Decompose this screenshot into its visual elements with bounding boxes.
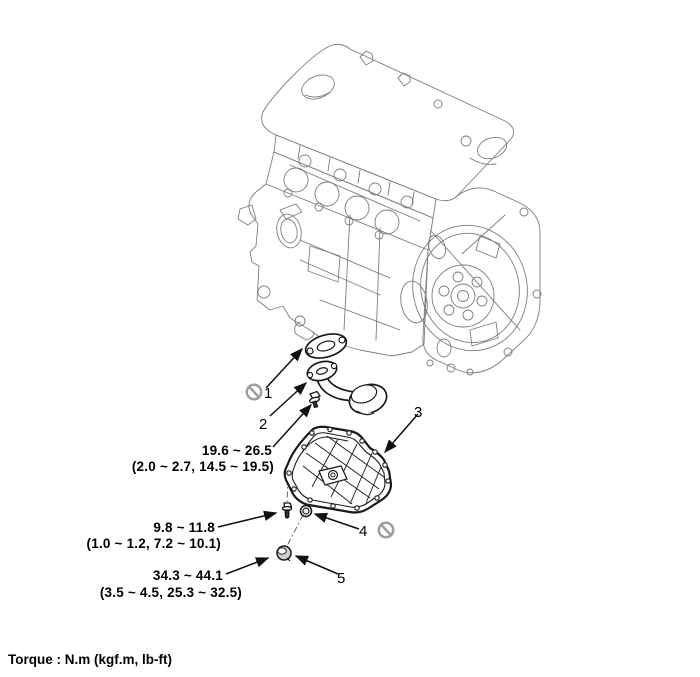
torque-spec-2-kgf-lbft: (1.0 ~ 1.2, 7.2 ~ 10.1): [86, 536, 221, 551]
oil-screen-bolt: [308, 390, 321, 409]
torque-spec-1-kgf-lbft: (2.0 ~ 2.7, 14.5 ~ 19.5): [131, 459, 274, 474]
oil-pan: [283, 425, 393, 514]
callout-5-label: 5: [337, 570, 345, 587]
torque-unit-note: Torque : N.m (kgf.m, lb-ft): [8, 652, 172, 667]
oil-drain-plug: [276, 545, 292, 562]
arrow-callout-5: [294, 555, 339, 575]
callout-2-label: 2: [259, 416, 267, 433]
engine-block: [237, 183, 429, 357]
engine-line-art: [237, 43, 542, 376]
callout-4-label: 4: [359, 523, 367, 540]
callout-3-label: 3: [414, 404, 422, 421]
flywheel-housing: [400, 187, 542, 376]
torque-spec-3-kgf-lbft: (3.5 ~ 4.5, 25.3 ~ 32.5): [99, 585, 242, 600]
arrow-callout-3: [384, 413, 419, 454]
drain-plug-washer: [299, 504, 313, 518]
oil-screen-assembly: [306, 360, 388, 416]
torque-spec-3-nm: 34.3 ~ 44.1: [152, 568, 223, 583]
cylinder-head: [265, 151, 434, 251]
arrow-torque-1: [272, 403, 313, 448]
torque-spec-1-nm: 19.6 ~ 26.5: [201, 443, 272, 458]
prohibition-icon-1: [245, 383, 263, 401]
arrow-callout-4: [313, 512, 360, 530]
arrow-callout-2: [269, 381, 308, 417]
arrow-torque-2: [217, 510, 278, 528]
prohibition-icon-4: [377, 521, 395, 539]
oil-pan-bolt: [281, 502, 293, 519]
arrow-callout-1: [265, 347, 304, 389]
torque-spec-2-nm: 9.8 ~ 11.8: [153, 520, 215, 535]
arrow-torque-3: [225, 557, 270, 575]
leader-arrows: [217, 347, 419, 575]
callout-1-label: 1: [264, 385, 272, 402]
oil-pickup-gasket: [304, 333, 348, 359]
